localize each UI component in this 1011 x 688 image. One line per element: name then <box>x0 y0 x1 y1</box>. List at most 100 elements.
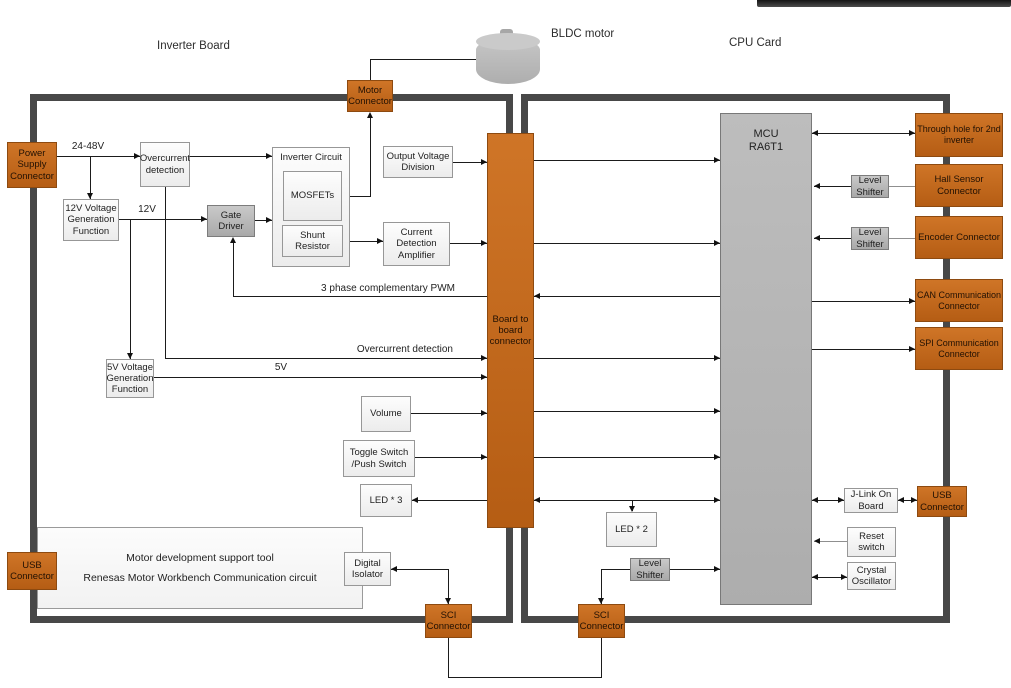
wire <box>814 541 847 543</box>
arrowhead <box>814 235 820 241</box>
arrowhead <box>812 497 818 503</box>
wire <box>889 238 915 240</box>
arrowhead <box>391 566 397 572</box>
wire <box>812 133 915 135</box>
wire <box>57 156 140 158</box>
arrowhead <box>534 497 540 503</box>
wire <box>370 59 478 61</box>
top-accent-bar <box>757 0 1011 7</box>
bldc-motor-top <box>476 33 540 50</box>
motor-dev-tool-block: Motor development support tool Renesas M… <box>37 527 363 609</box>
arrowhead <box>598 598 604 604</box>
overcurrent-detection-block: Overcurrent detection <box>140 142 190 187</box>
board-to-board-connector-block: Board to board connector <box>487 133 534 528</box>
wire <box>233 239 235 296</box>
dev-tool-line2: Renesas Motor Workbench Communication ci… <box>83 571 317 584</box>
wire <box>448 677 602 679</box>
wire <box>370 114 372 197</box>
hall-sensor-connector-block: Hall Sensor Connector <box>915 164 1003 207</box>
wire <box>812 301 915 303</box>
wire <box>412 500 487 502</box>
wire <box>814 186 851 188</box>
volume-block: Volume <box>361 396 411 432</box>
arrowhead <box>481 374 487 380</box>
arrowhead <box>714 240 720 246</box>
arrowhead <box>134 153 140 159</box>
jlink-block: J-Link On Board <box>844 488 898 513</box>
led3-block: LED * 3 <box>360 484 412 517</box>
v12-label: 12V <box>138 204 156 215</box>
wire <box>534 411 720 413</box>
arrowhead <box>714 454 720 460</box>
wire <box>812 577 847 579</box>
arrowhead <box>814 183 820 189</box>
wire <box>534 243 720 245</box>
wire <box>370 59 372 80</box>
wire <box>411 413 487 415</box>
output-voltage-division-block: Output Voltage Division <box>383 146 453 178</box>
arrowhead <box>87 193 93 199</box>
arrowhead <box>534 293 540 299</box>
gate-driver-block: Gate Driver <box>207 205 255 237</box>
wire <box>165 187 167 358</box>
wire <box>90 156 92 199</box>
arrowhead <box>127 353 133 359</box>
arrowhead <box>812 574 818 580</box>
wire <box>343 241 383 243</box>
wire <box>898 500 917 502</box>
12v-generation-block: 12V Voltage Generation Function <box>63 199 119 241</box>
arrowhead <box>230 237 236 243</box>
arrowhead <box>266 217 272 223</box>
wire <box>165 358 487 360</box>
shunt-resistor-block: Shunt Resistor <box>282 225 343 257</box>
level-shifter-hall-block: Level Shifter <box>851 175 889 198</box>
wire <box>255 220 272 222</box>
usb-connector-left-block: USB Connector <box>7 552 57 590</box>
can-connector-block: CAN Communication Connector <box>915 279 1003 322</box>
wire <box>130 219 132 359</box>
wire <box>391 569 448 571</box>
wire <box>453 162 487 164</box>
arrowhead <box>812 130 818 136</box>
arrowhead <box>481 240 487 246</box>
wire <box>814 238 851 240</box>
arrowhead <box>629 506 635 512</box>
arrowhead <box>841 574 847 580</box>
bldc-motor-label: BLDC motor <box>551 28 615 40</box>
digital-isolator-block: Digital Isolator <box>344 552 391 586</box>
toggle-switch-block: Toggle Switch /Push Switch <box>343 440 415 477</box>
wire <box>601 569 631 571</box>
wire <box>534 500 720 502</box>
wire <box>154 377 487 379</box>
wire <box>889 186 915 188</box>
arrowhead <box>481 159 487 165</box>
arrowhead <box>814 538 820 544</box>
arrowhead <box>714 408 720 414</box>
arrowhead <box>714 157 720 163</box>
mcu-ra6t1-block: MCU RA6T1 <box>720 113 812 605</box>
wire <box>342 196 371 198</box>
power-supply-connector-block: Power Supply Connector <box>7 142 57 188</box>
arrowhead <box>714 355 720 361</box>
v5-label: 5V <box>274 362 288 373</box>
wire <box>534 296 720 298</box>
wire <box>415 457 487 459</box>
wire <box>448 569 450 604</box>
level-shifter-encoder-block: Level Shifter <box>851 227 889 250</box>
wire <box>601 638 603 677</box>
pwm-label: 3 phase complementary PWM <box>321 283 455 294</box>
current-detection-amplifier-block: Current Detection Amplifier <box>383 222 450 266</box>
wire <box>534 160 720 162</box>
wire <box>233 296 487 298</box>
overcurrent-label: Overcurrent detection <box>356 344 453 355</box>
arrowhead <box>367 112 373 118</box>
wire <box>119 219 207 221</box>
wire <box>534 457 720 459</box>
spi-connector-block: SPI Communication Connector <box>915 327 1003 370</box>
arrowhead <box>911 497 917 503</box>
arrowhead <box>445 598 451 604</box>
arrowhead <box>909 346 915 352</box>
arrowhead <box>412 497 418 503</box>
wire <box>448 638 450 677</box>
